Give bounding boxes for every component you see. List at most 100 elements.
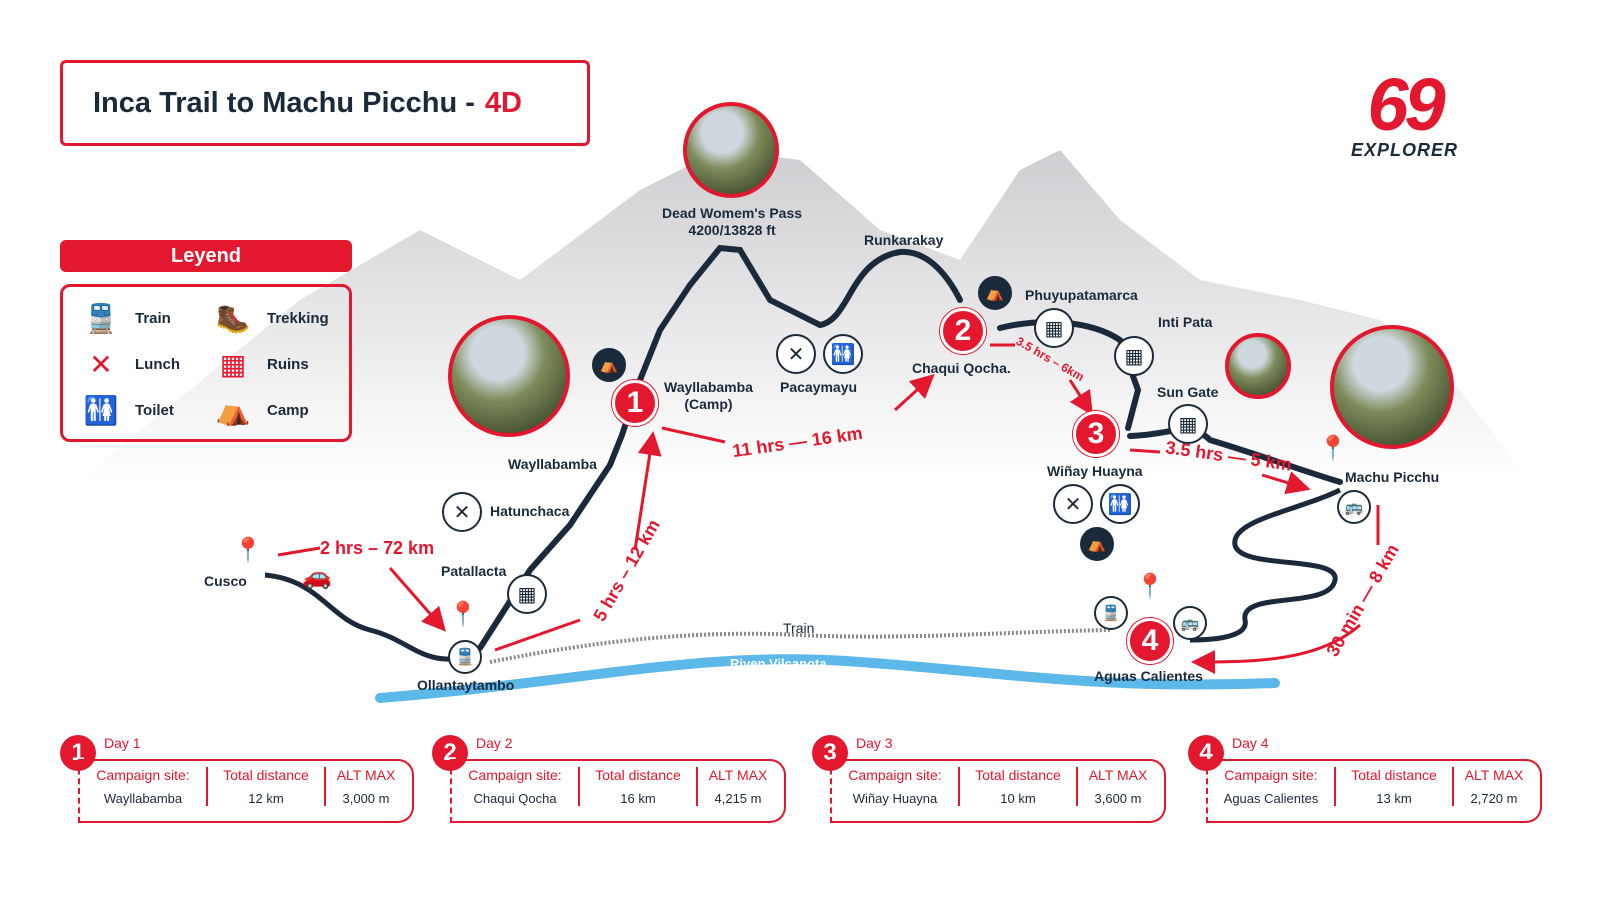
bus-icon: 🚌	[1337, 490, 1371, 524]
label-river: Riven Vilcanota	[730, 656, 827, 671]
location-pin-icon: 📍	[448, 601, 478, 628]
photo-dead-womans-pass	[683, 102, 779, 198]
legend-item-camp: ⛺Camp	[213, 391, 309, 429]
utensils-icon: ✕	[1053, 484, 1093, 524]
utensils-icon: ✕	[776, 334, 816, 374]
site-label: Campaign site:	[848, 767, 942, 783]
arrow-mp-aguas	[1200, 505, 1380, 662]
label-sun-gate: Sun Gate	[1157, 384, 1219, 400]
label-wayllabamba-camp: Wayllabamba (Camp)	[664, 379, 753, 412]
marker-day-2: 2	[940, 308, 986, 354]
logo-word: EXPLORER	[1350, 140, 1459, 160]
site-value: Chaqui Qocha	[473, 791, 557, 806]
alt-label: ALT MAX	[708, 767, 768, 783]
arrow-day2-day3	[990, 343, 1088, 408]
label-runkarakay: Runkarakay	[864, 232, 944, 248]
arrow-cusco-ollanta	[277, 546, 440, 625]
car-icon: 🚗	[302, 563, 332, 590]
photo-machu-picchu	[1330, 325, 1454, 449]
legend-label: Trekking	[267, 309, 329, 327]
train-icon: 🚆	[1094, 596, 1128, 630]
legend-item-train: 🚆 Train	[81, 299, 171, 337]
distance-label: Total distance	[595, 767, 681, 783]
toilet-icon: 🚻	[823, 334, 863, 374]
tent-icon: ⛺	[1080, 527, 1114, 561]
ruins-icon: ▦	[1114, 336, 1154, 376]
marker-day-3: 3	[1073, 411, 1119, 457]
label-hatunchaca: Hatunchaca	[490, 503, 570, 519]
brand-logo: 69 EXPLORER	[1322, 63, 1487, 161]
alt-value: 2,720 m	[1470, 791, 1518, 806]
card-frame	[78, 759, 414, 823]
distance-label: Total distance	[1351, 767, 1437, 783]
label-cusco: Cusco	[204, 573, 247, 589]
location-pin-icon: 📍	[1135, 573, 1165, 600]
hiker-icon: 🥾	[215, 302, 251, 334]
marker-day-4: 4	[1127, 618, 1173, 664]
photo-inti-pata	[1225, 333, 1291, 399]
bus-icon: 🚌	[1173, 606, 1207, 640]
ruins-icon: ▦	[219, 348, 247, 380]
label-patallacta: Patallacta	[441, 563, 507, 579]
alt-label: ALT MAX	[1088, 767, 1148, 783]
title-accent: 4D	[484, 86, 522, 119]
distance-label: Total distance	[975, 767, 1061, 783]
label-ollantaytambo: Ollantaytambo	[417, 677, 515, 693]
day-card-3: 3 Day 3 Campaign site:Wiñay Huayna Total…	[812, 735, 1172, 830]
label-train: Train	[783, 620, 815, 636]
label-wayllabamba: Wayllabamba	[508, 456, 597, 472]
railway	[489, 628, 1111, 664]
label-pacaymayu: Pacaymayu	[780, 379, 858, 395]
legend-item-ruins: ▦ Ruins	[213, 345, 309, 383]
distance-value: 10 km	[1000, 791, 1036, 806]
arrow-ollanta-day1	[494, 440, 652, 652]
label-phuyupatamarca: Phuyupatamarca	[1025, 287, 1138, 303]
day-label: Day 3	[856, 735, 893, 751]
legend-heading: Leyend	[60, 240, 352, 272]
day-card-4: 4 Day 4 Campaign site:Aguas Calientes To…	[1188, 735, 1548, 830]
ruins-icon: ▦	[1034, 308, 1074, 348]
label-machu-picchu: Machu Picchu	[1345, 469, 1440, 485]
train-icon: 🚆	[448, 640, 482, 674]
tent-icon: ⛺	[978, 276, 1012, 310]
alt-label: ALT MAX	[336, 767, 396, 783]
bus-road	[1189, 487, 1342, 643]
site-label: Campaign site:	[96, 767, 190, 783]
arrow-day3-mp	[1129, 448, 1302, 487]
legend-item-trekking: 🥾 Trekking	[213, 299, 329, 337]
site-label: Campaign site:	[468, 767, 562, 783]
alt-value: 3,000 m	[342, 791, 390, 806]
label-chaqui-qocha: Chaqui Qocha.	[912, 360, 1011, 376]
legend-label: Camp	[267, 401, 309, 419]
alt-value: 4,215 m	[714, 791, 762, 806]
card-frame	[450, 759, 786, 823]
marker-day-1: 1	[612, 380, 658, 426]
road-cusco	[264, 572, 466, 662]
legend-label: Ruins	[267, 355, 309, 373]
day-label: Day 2	[476, 735, 513, 751]
alt-label: ALT MAX	[1464, 767, 1524, 783]
legend-item-lunch: ✕Lunch	[81, 345, 180, 383]
site-value: Wayllabamba	[103, 791, 183, 806]
distance-value: 16 km	[620, 791, 656, 806]
label-winay-huayna: Wiñay Huayna	[1047, 463, 1143, 479]
distance-label: Total distance	[223, 767, 309, 783]
legend-label: Train	[135, 309, 171, 327]
page-title: Inca Trail to Machu Picchu - 4D	[60, 60, 590, 146]
site-value: Wiñay Huayna	[852, 791, 938, 806]
train-icon: 🚆	[83, 302, 119, 334]
photo-terraces	[448, 315, 570, 437]
day-label: Day 1	[104, 735, 141, 751]
card-frame	[1206, 759, 1542, 823]
card-frame	[830, 759, 1166, 823]
site-value: Aguas Calientes	[1223, 791, 1319, 806]
legend: 🚆 Train 🥾 Trekking ✕Lunch ▦ Ruins 🚻Toilet ⛺…	[60, 284, 352, 442]
legend-label: Lunch	[135, 355, 180, 373]
legend-item-toilet: 🚻Toilet	[81, 391, 174, 429]
location-pin-icon: 📍	[233, 537, 263, 564]
site-label: Campaign site:	[1224, 767, 1318, 783]
logo-number: 69	[1367, 63, 1445, 146]
label-aguas-calientes: Aguas Calientes	[1094, 668, 1203, 684]
river	[375, 654, 1280, 703]
label-dead-womans-pass: Dead Womem's Pass 4200/13828 ft	[662, 205, 803, 238]
